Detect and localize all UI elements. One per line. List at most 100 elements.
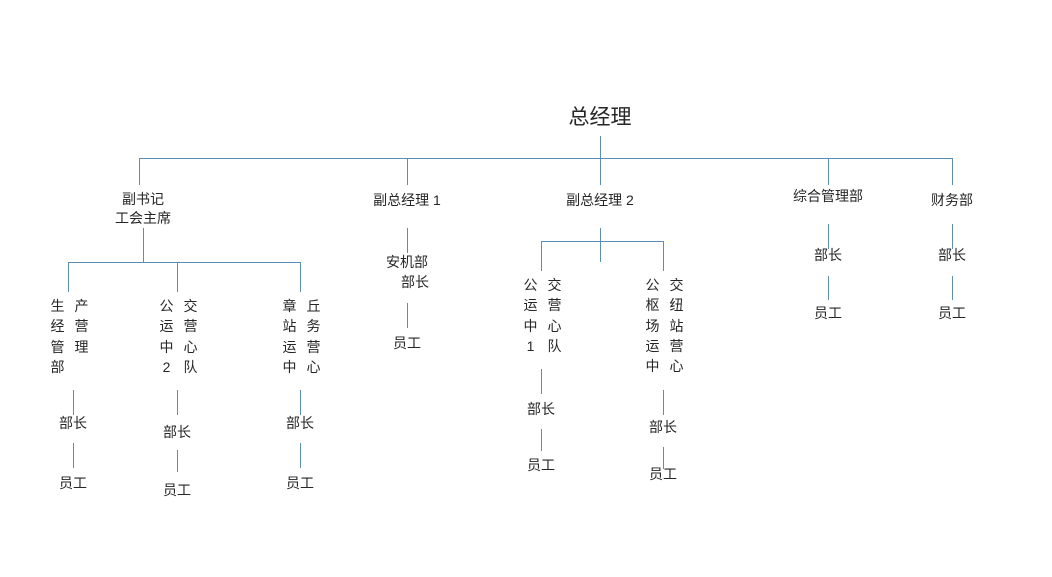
glyph: 站 [282, 318, 297, 335]
node-zhangqiu-station-staff[interactable]: 员工 [240, 474, 360, 493]
node-bus-ops-team1-col1: 公 运 中 1 [523, 275, 538, 356]
node-safety-dept-director-label: 部长 [401, 274, 429, 290]
connector-root-drop [600, 136, 601, 158]
node-production-mgmt[interactable]: 生 经 管 部 产 营 理 [50, 296, 89, 377]
connector-finance-to-director [952, 224, 953, 249]
glyph: 心 [306, 358, 321, 375]
node-general-admin-staff-label: 员工 [814, 305, 842, 321]
glyph: 交 [669, 277, 684, 293]
connector-drop-zhangqiu-station [300, 262, 301, 292]
connector-drop-deputy-gm-2 [600, 158, 601, 185]
node-general-admin-staff[interactable]: 员工 [768, 304, 888, 323]
connector-deputy-secretary-stem [143, 228, 144, 262]
glyph: 队 [547, 337, 562, 354]
node-bus-hub-station-col1: 公 枢 场 运 中 [645, 275, 660, 376]
node-finance-staff-label: 员工 [938, 305, 966, 321]
glyph: 交 [183, 298, 198, 314]
glyph: 部 [50, 358, 65, 375]
node-bus-ops-team1-director-label: 部长 [527, 401, 555, 417]
glyph: 中 [645, 358, 660, 375]
node-zhangqiu-station-col2: 丘 务 营 心 [306, 296, 321, 377]
glyph: 营 [306, 338, 321, 355]
node-bus-ops-team2-col2: 交 营 心 队 [183, 296, 198, 377]
connector-deputy-secretary-bus [68, 262, 301, 263]
node-bus-ops-team2-col1: 公 运 中 2 [159, 296, 174, 377]
node-bus-ops-team2-director-label: 部长 [163, 424, 191, 440]
node-production-mgmt-director[interactable]: 部长 [13, 414, 133, 433]
glyph: 中 [523, 317, 538, 334]
glyph: 站 [669, 317, 684, 334]
glyph: 务 [306, 318, 321, 335]
glyph: 中 [282, 358, 297, 375]
connector-main-bus [139, 158, 953, 159]
node-production-mgmt-director-label: 部长 [59, 415, 87, 431]
glyph: 章 [282, 298, 297, 314]
connector-drop-bus-ops-team1 [541, 241, 542, 271]
node-production-mgmt-staff-label: 员工 [59, 475, 87, 491]
node-bus-ops-team2-staff[interactable]: 员工 [117, 481, 237, 500]
glyph: 营 [547, 297, 562, 314]
connector-finance-director-to-staff [952, 276, 953, 300]
node-bus-hub-station-director[interactable]: 部长 [603, 418, 723, 437]
node-production-mgmt-col1: 生 经 管 部 [50, 296, 65, 377]
glyph: 运 [523, 297, 538, 314]
glyph: 理 [74, 338, 89, 355]
node-bus-hub-station-col2: 交 纽 站 营 心 [669, 275, 684, 376]
node-deputy-gm-1[interactable]: 副总经理 1 [327, 191, 487, 210]
node-deputy-gm-2[interactable]: 副总经理 2 [520, 191, 680, 210]
connector-general-admin-director-to-staff [828, 276, 829, 300]
node-safety-dept[interactable]: 安机部 [347, 253, 467, 272]
node-production-mgmt-col2: 产 营 理 [74, 296, 89, 377]
node-zhangqiu-station-director-label: 部长 [286, 415, 314, 431]
node-zhangqiu-station-staff-label: 员工 [286, 475, 314, 491]
node-zhangqiu-station-col1: 章 站 运 中 [282, 296, 297, 377]
node-bus-hub-station[interactable]: 公 枢 场 运 中 交 纽 站 营 心 [645, 275, 684, 376]
node-deputy-gm-2-label: 副总经理 2 [566, 192, 634, 208]
node-safety-dept-staff[interactable]: 员工 [347, 334, 467, 353]
node-bus-ops-team1[interactable]: 公 运 中 1 交 营 心 队 [523, 275, 562, 356]
connector-bus-ops-team2-director-to-staff [177, 450, 178, 472]
node-safety-dept-label: 安机部 [386, 254, 428, 270]
connector-production-mgmt-to-director [73, 390, 74, 415]
connector-deputy-gm-1-to-safety [407, 228, 408, 253]
node-safety-dept-staff-label: 员工 [393, 335, 421, 351]
glyph: 运 [645, 337, 660, 354]
node-general-manager[interactable]: 总经理 [500, 104, 700, 132]
glyph: 经 [50, 318, 65, 335]
node-finance-staff[interactable]: 员工 [892, 304, 1012, 323]
node-production-mgmt-staff[interactable]: 员工 [13, 474, 133, 493]
connector-drop-deputy-secretary [139, 158, 140, 185]
connector-drop-production-mgmt [68, 262, 69, 292]
glyph: 2 [162, 358, 171, 375]
connector-bus-ops-team1-director-to-staff [541, 429, 542, 451]
glyph: 1 [526, 337, 535, 354]
connector-safety-dept-to-staff [407, 303, 408, 328]
node-zhangqiu-station-director[interactable]: 部长 [240, 414, 360, 433]
node-finance[interactable]: 财务部 [872, 191, 1032, 210]
node-finance-director[interactable]: 部长 [892, 246, 1012, 265]
node-bus-ops-team2[interactable]: 公 运 中 2 交 营 心 队 [159, 296, 198, 377]
node-general-admin[interactable]: 综合管理部 [748, 187, 908, 206]
node-zhangqiu-station[interactable]: 章 站 运 中 丘 务 营 心 [282, 296, 321, 377]
node-general-admin-label: 综合管理部 [793, 188, 863, 204]
node-bus-ops-team2-staff-label: 员工 [163, 482, 191, 498]
glyph: 营 [183, 318, 198, 335]
node-safety-dept-director[interactable]: 部长 [355, 273, 475, 292]
glyph: 营 [74, 318, 89, 335]
glyph: 心 [183, 338, 198, 355]
node-deputy-secretary[interactable]: 副书记 工会主席 [63, 190, 223, 228]
node-bus-ops-team1-staff[interactable]: 员工 [481, 456, 601, 475]
glyph: 产 [74, 298, 89, 314]
node-bus-ops-team1-director[interactable]: 部长 [481, 400, 601, 419]
connector-bus-ops-team2-to-director [177, 390, 178, 415]
glyph: 交 [547, 277, 562, 293]
node-bus-hub-station-staff[interactable]: 员工 [603, 465, 723, 484]
glyph: 公 [645, 277, 660, 293]
glyph: 心 [669, 358, 684, 375]
connector-drop-bus-ops-team2 [177, 262, 178, 292]
node-general-admin-director[interactable]: 部长 [768, 246, 888, 265]
connector-bus-hub-station-to-director [663, 390, 664, 415]
glyph: 生 [50, 298, 65, 314]
node-bus-ops-team2-director[interactable]: 部长 [117, 423, 237, 442]
